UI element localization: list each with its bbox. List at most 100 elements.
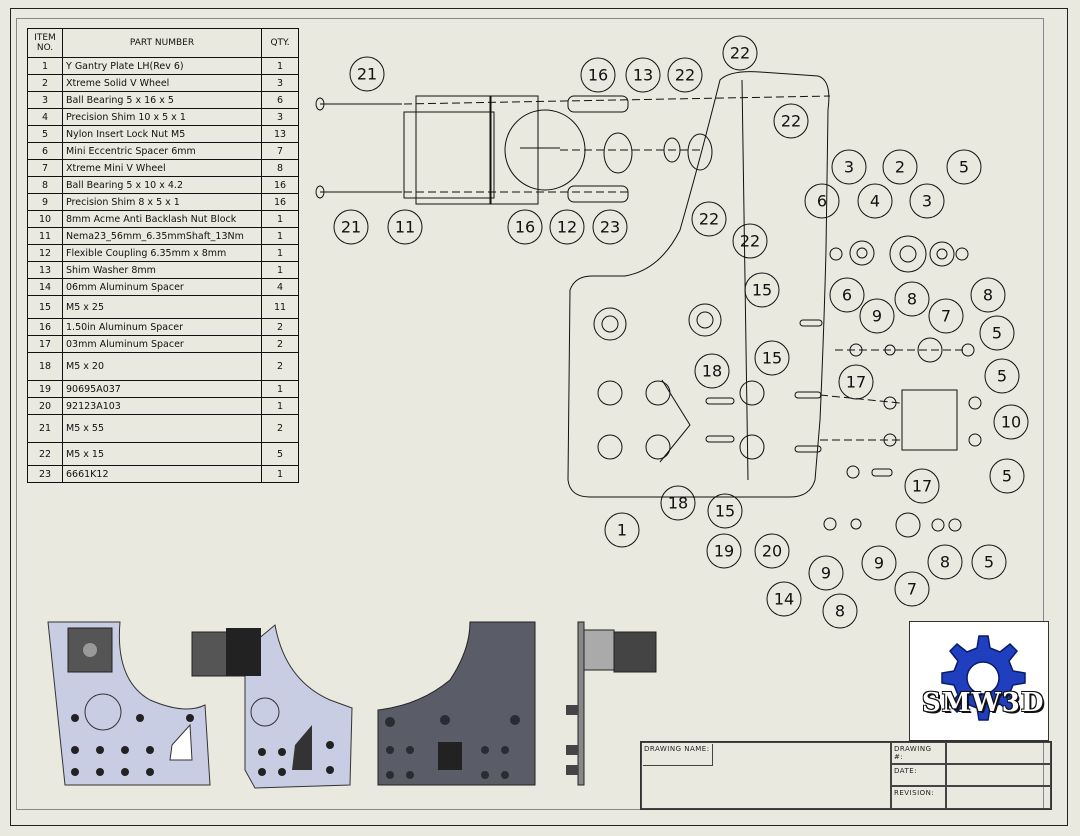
svg-text:23: 23 (600, 218, 620, 237)
balloon: 5 (989, 458, 1025, 494)
balloon: 7 (928, 298, 964, 334)
title-block: DRAWING NAME: DRAWING #: DATE: REVISION: (640, 741, 1052, 810)
svg-text:16: 16 (515, 218, 535, 237)
balloon: 6 (804, 183, 840, 219)
balloon: 22 (667, 57, 703, 93)
bom-item-no: 15 (27, 295, 63, 319)
svg-text:2: 2 (895, 158, 905, 177)
company-logo: SMW3D (909, 621, 1049, 741)
balloon: 22 (722, 35, 758, 71)
svg-text:11: 11 (395, 218, 415, 237)
bom-header-qty: QTY. (261, 28, 299, 58)
balloon: 6 (829, 277, 865, 313)
svg-text:5: 5 (997, 367, 1007, 386)
svg-text:5: 5 (984, 553, 994, 572)
drawing-no-label: DRAWING #: (894, 745, 932, 761)
balloon: 8 (822, 593, 858, 629)
plate-iso-holes (258, 741, 334, 776)
svg-text:1: 1 (617, 521, 627, 540)
gantry-plate-outline (567, 71, 830, 498)
svg-text:22: 22 (699, 210, 719, 229)
callout-balloons: 21 16 13 22 22 22 11 21 12 16 23 22 22 3… (333, 35, 1029, 629)
balloon: 16 (507, 209, 543, 245)
date-value (946, 764, 1051, 786)
balloon: 8 (927, 544, 963, 580)
svg-text:22: 22 (675, 66, 695, 85)
balloon: 1 (604, 512, 640, 548)
svg-text:22: 22 (730, 44, 750, 63)
bom-part-number: M5 x 20 (62, 352, 262, 381)
balloon: 11 (387, 209, 423, 245)
revision-value (946, 786, 1051, 809)
bom-item-no: 22 (27, 442, 63, 466)
logo-text: SMW3D (922, 688, 1045, 718)
balloon: 19 (706, 533, 742, 569)
svg-text:22: 22 (781, 112, 801, 131)
balloon: 9 (861, 545, 897, 581)
balloon: 12 (549, 209, 585, 245)
balloon: 16 (580, 57, 616, 93)
svg-text:18: 18 (668, 494, 688, 513)
plate-back-holes (385, 715, 520, 779)
balloon: 8 (894, 281, 930, 317)
bom-qty: 5 (261, 442, 299, 466)
balloon: 22 (732, 223, 768, 259)
svg-text:17: 17 (912, 477, 932, 496)
svg-text:10: 10 (1001, 413, 1021, 432)
drawing-no-label-cell: DRAWING #: (891, 742, 946, 764)
balloon: 22 (691, 201, 727, 237)
bom-header-item: ITEM NO. (27, 28, 63, 58)
balloon: 3 (909, 183, 945, 219)
balloon: 23 (592, 209, 628, 245)
plate-front-holes (71, 714, 194, 776)
svg-text:21: 21 (357, 65, 377, 84)
plate-view-side (566, 621, 657, 786)
balloon: 3 (831, 149, 867, 185)
svg-text:6: 6 (817, 192, 827, 211)
svg-text:8: 8 (983, 286, 993, 305)
plate-wheels (593, 303, 722, 463)
balloon: 13 (625, 57, 661, 93)
balloon: 17 (838, 364, 874, 400)
svg-text:22: 22 (740, 232, 760, 251)
revision-label: REVISION: (894, 789, 935, 797)
plate-view-front (47, 621, 211, 786)
svg-text:15: 15 (762, 349, 782, 368)
svg-text:7: 7 (941, 307, 951, 326)
svg-text:18: 18 (702, 362, 722, 381)
balloon: 14 (766, 581, 802, 617)
balloon: 17 (904, 468, 940, 504)
svg-text:5: 5 (959, 158, 969, 177)
balloon: 2 (882, 149, 918, 185)
balloon: 15 (707, 493, 743, 529)
bom-qty: 2 (261, 414, 299, 443)
svg-text:3: 3 (922, 192, 932, 211)
svg-text:15: 15 (715, 502, 735, 521)
svg-text:15: 15 (752, 281, 772, 300)
plate-view-iso (191, 624, 353, 789)
svg-text:5: 5 (1002, 467, 1012, 486)
balloon: 5 (984, 358, 1020, 394)
balloon: 15 (744, 272, 780, 308)
drawing-sheet-border (10, 8, 1068, 826)
balloon: 18 (694, 353, 730, 389)
svg-text:17: 17 (846, 373, 866, 392)
svg-text:3: 3 (844, 158, 854, 177)
svg-text:9: 9 (874, 554, 884, 573)
balloon: 5 (946, 149, 982, 185)
balloon: 7 (894, 571, 930, 607)
svg-text:12: 12 (557, 218, 577, 237)
balloon: 21 (349, 56, 385, 92)
